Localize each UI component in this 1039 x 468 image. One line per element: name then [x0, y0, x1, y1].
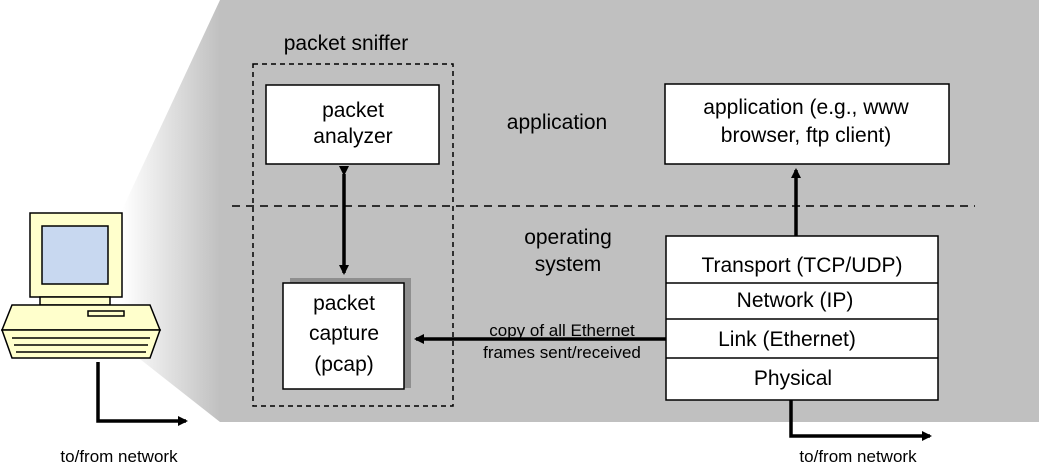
operating-system-label: operating — [524, 226, 612, 249]
stack-layer-physical: Physical — [754, 367, 832, 390]
frame-copy-label-2: frames sent/received — [483, 343, 641, 362]
right-network-label: to/from network — [799, 447, 917, 466]
stack-layer-link: Link (Ethernet) — [718, 328, 856, 351]
packet-sniffer-boundary — [252, 63, 454, 407]
frame-copy-label: copy of all Ethernet — [489, 321, 635, 340]
protocol-stack-box — [665, 235, 939, 401]
left-network-label: to/from network — [60, 447, 178, 466]
packet-sniffer-label: packet sniffer — [284, 32, 409, 55]
desktop-computer-icon — [0, 212, 162, 359]
stack-layer-transport: Transport (TCP/UDP) — [701, 254, 902, 277]
packet-analyzer-label-2: analyzer — [313, 125, 392, 148]
stack-layer-network: Network (IP) — [737, 289, 854, 312]
packet-analyzer-label: packet — [322, 99, 384, 122]
packet-analyzer-box — [265, 84, 440, 165]
packet-capture-box — [282, 282, 405, 390]
packet-capture-label: packet — [313, 292, 375, 315]
right-network-link — [789, 400, 932, 441]
application-box — [664, 83, 950, 165]
packet-capture-label-3: (pcap) — [314, 353, 374, 376]
left-network-link — [96, 362, 188, 426]
application-box-label-2: browser, ftp client) — [721, 124, 891, 147]
application-box-label: application (e.g., www — [703, 96, 909, 119]
operating-system-label-2: system — [535, 253, 602, 276]
application-layer-label: application — [507, 111, 607, 134]
packet-capture-label-2: capture — [309, 322, 379, 345]
protocol-stack: Transport (TCP/UDP) Network (IP) Link (E… — [665, 235, 939, 401]
